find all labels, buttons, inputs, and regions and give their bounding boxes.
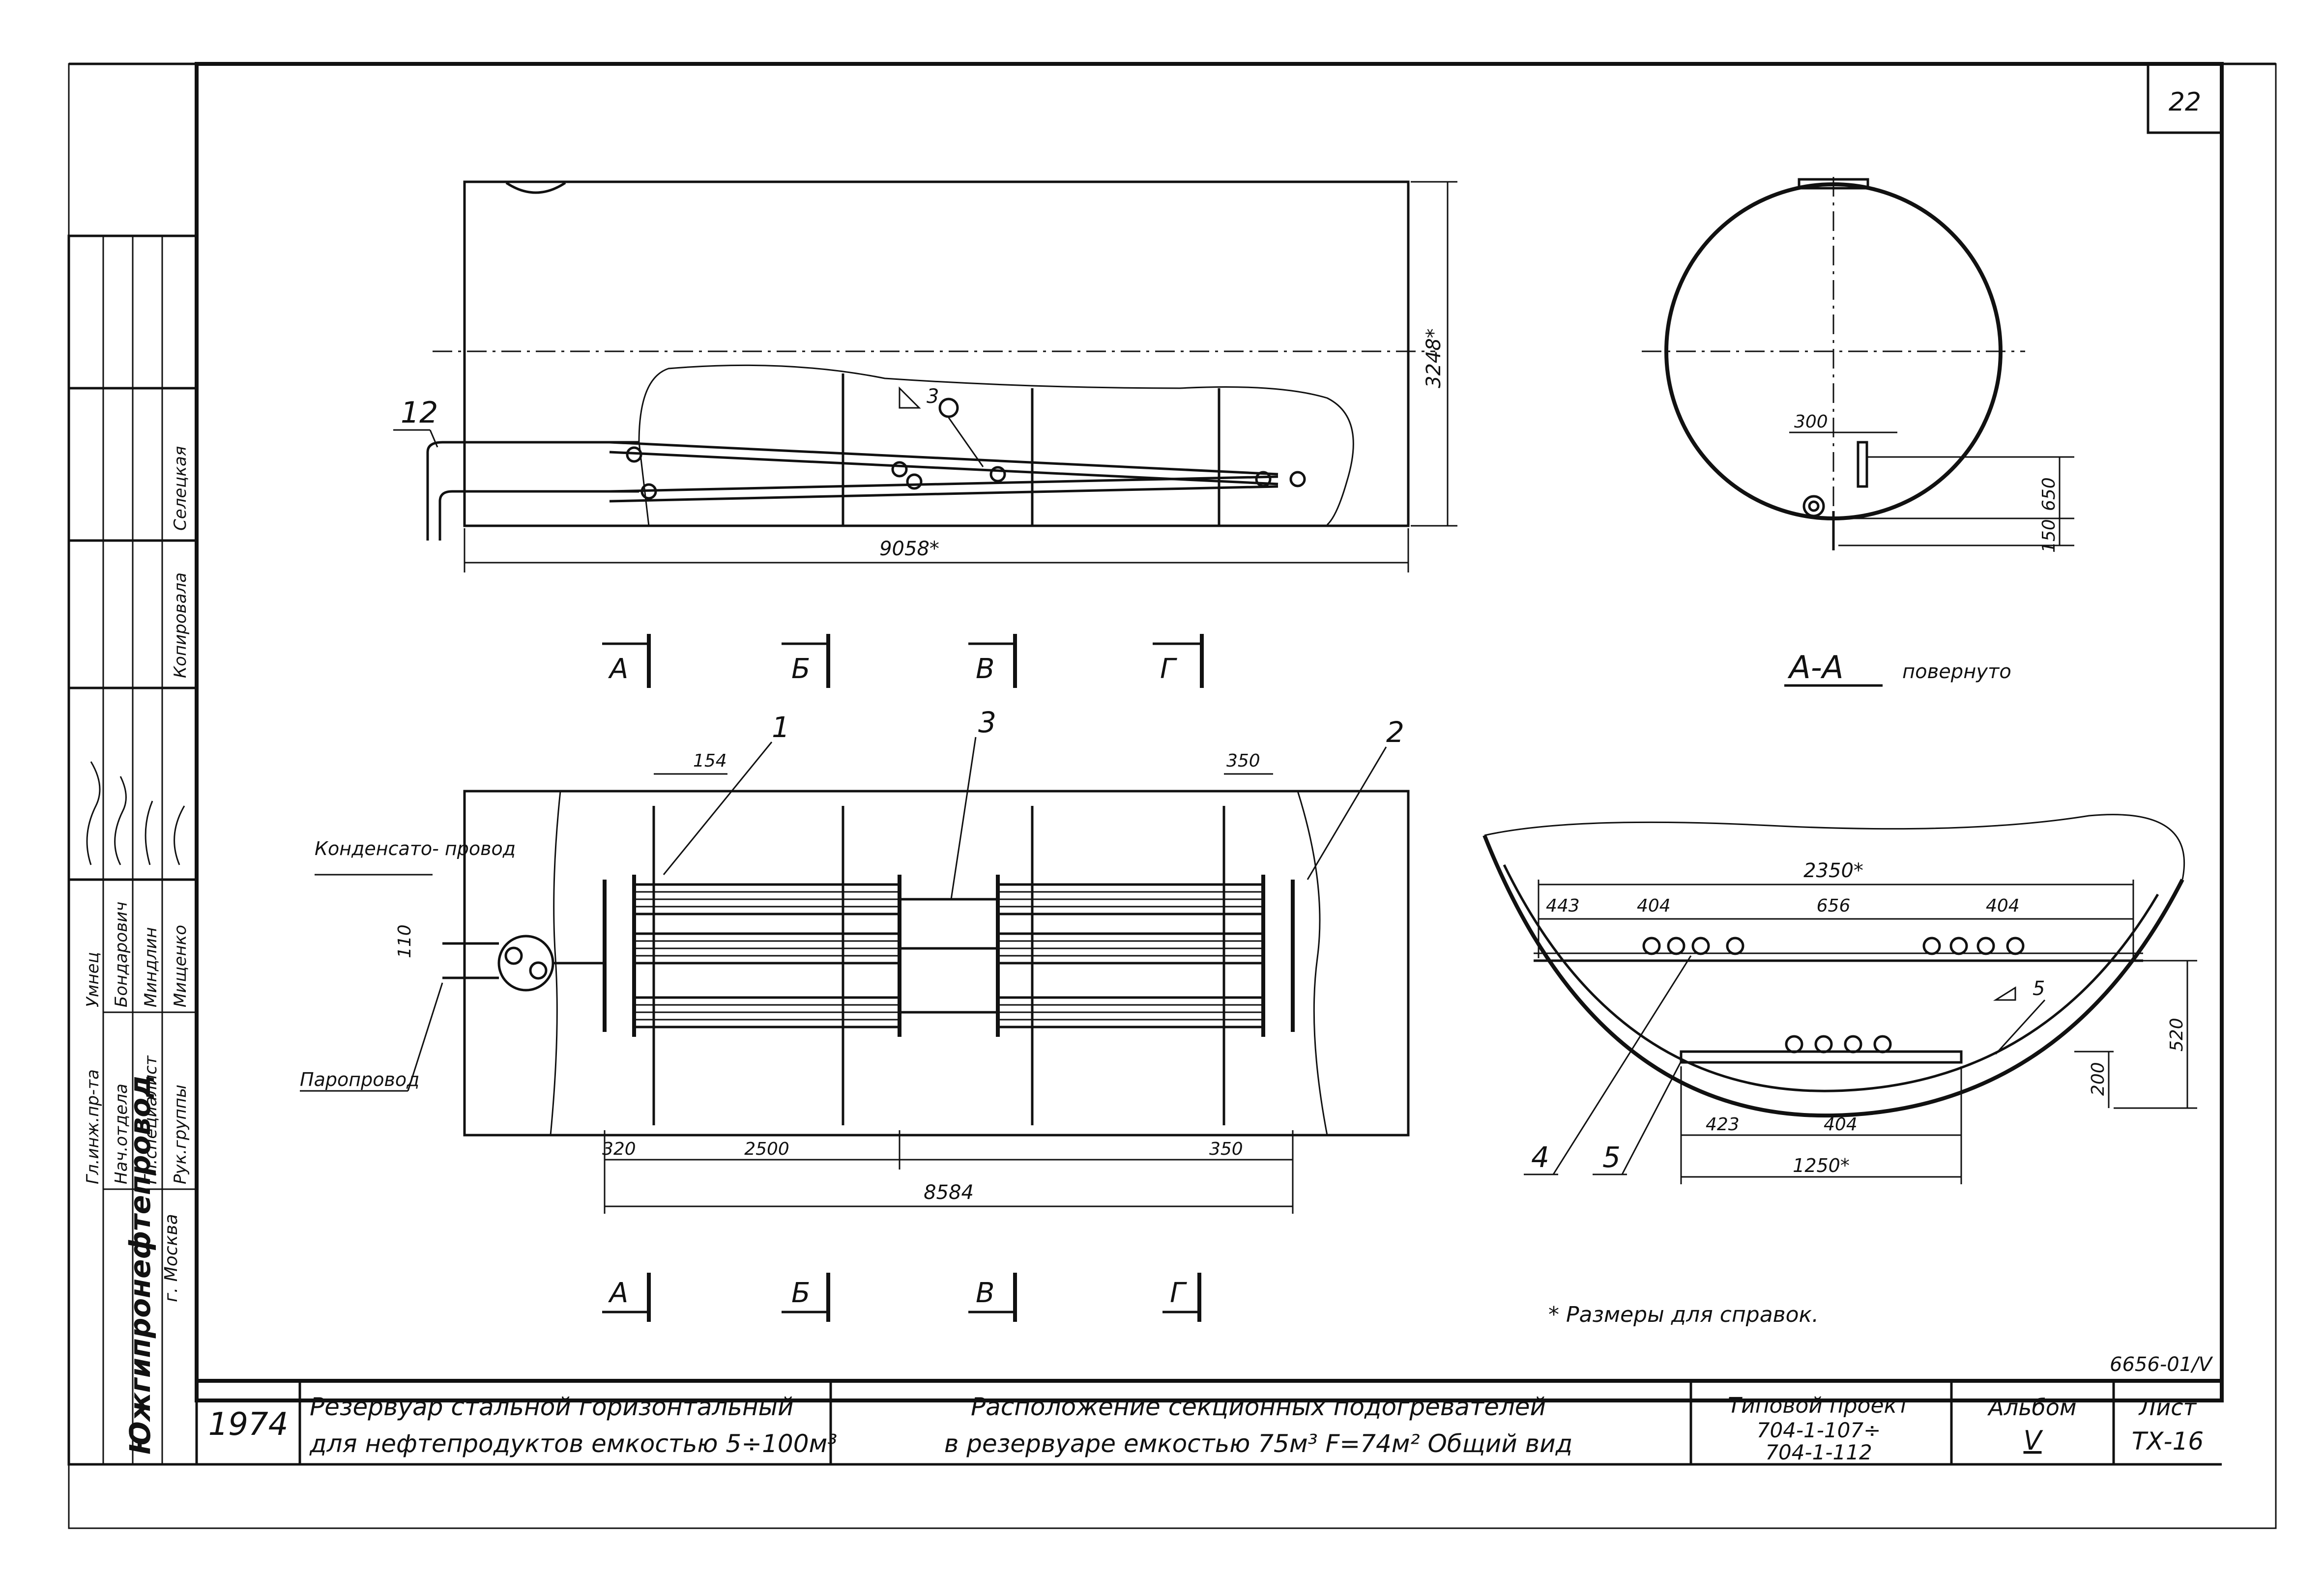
signature-2 xyxy=(114,776,127,865)
dim-2500: 2500 xyxy=(744,1139,789,1159)
dim-443: 443 xyxy=(1546,896,1580,916)
name-2: Бондарович xyxy=(112,902,131,1007)
weld-mark-detail: 5 xyxy=(2033,977,2045,1000)
section-v-top: В xyxy=(976,653,994,685)
dim-350-bottom: 350 xyxy=(1209,1139,1243,1159)
signature-1 xyxy=(86,761,101,865)
stamp-title-center-2: в резервуаре емкостью 75м³ F=74м² Общий … xyxy=(944,1429,1572,1458)
label-12: 12 xyxy=(401,396,438,430)
steam-label: Паропровод xyxy=(300,1069,419,1090)
dim-423: 423 xyxy=(1706,1114,1740,1135)
dim-350-top: 350 xyxy=(1226,751,1260,771)
name-4: Мищенко xyxy=(171,925,190,1007)
signature-3 xyxy=(145,800,153,865)
stamp-project-label: Типовой проект xyxy=(1728,1393,1910,1418)
section-b-bottom: Б xyxy=(791,1277,810,1309)
section-b-top: Б xyxy=(791,653,810,685)
dim-110: 110 xyxy=(395,924,415,958)
stamp-title-left-2: для нефтепродуктов емкостью 5÷100м³ xyxy=(309,1429,837,1458)
section-aa-subtitle: повернуто xyxy=(1902,660,2011,683)
label-4: 4 xyxy=(1531,1141,1549,1174)
stamp-project-2: 704-1-112 xyxy=(1765,1440,1872,1464)
dim-404a: 404 xyxy=(1637,896,1671,916)
role-3: Гл.специалист xyxy=(141,1055,161,1184)
stamp-title-left-1: Резервуар стальной горизонтальный xyxy=(310,1393,794,1421)
stamp-sheet-value: ТХ-16 xyxy=(2132,1427,2204,1456)
city-name: г. Москва xyxy=(161,1214,181,1302)
dim-650: 650 xyxy=(2039,477,2059,511)
signature-4 xyxy=(174,805,185,865)
section-aa-title: А-А xyxy=(1787,650,1844,686)
dim-520: 520 xyxy=(2167,1018,2187,1052)
section-a-bottom: А xyxy=(608,1277,628,1309)
stamp-album-value: V xyxy=(2024,1425,2044,1456)
label-5: 5 xyxy=(1602,1141,1621,1174)
footnote: * Размеры для справок. xyxy=(1548,1302,1819,1327)
dim-320: 320 xyxy=(602,1139,636,1159)
dim-404b: 404 xyxy=(1986,896,2020,916)
copied-label: Копировала xyxy=(171,572,190,678)
label-3: 3 xyxy=(978,706,996,739)
dim-height-3248: 3248* xyxy=(1423,328,1445,388)
dim-656: 656 xyxy=(1817,896,1851,916)
name-3: Миндлин xyxy=(141,927,161,1007)
section-g-top: Г xyxy=(1160,653,1177,685)
dim-200: 200 xyxy=(2088,1062,2108,1096)
section-aa-view: 300 650 150 А-А повернуто xyxy=(1642,177,2074,687)
section-marks-bottom: А Б В Г xyxy=(602,1273,1201,1322)
stamp-year: 1974 xyxy=(208,1406,289,1443)
dim-2350: 2350* xyxy=(1803,859,1863,882)
condensate-label: Конденсато- провод xyxy=(315,838,516,859)
dim-300: 300 xyxy=(1794,412,1828,432)
side-elevation-view: 3 12 9058* 3248* xyxy=(393,180,1457,572)
sheet-number-box: 22 xyxy=(2147,62,2223,134)
dim-8584: 8584 xyxy=(924,1181,974,1204)
section-a-top: А xyxy=(608,653,628,685)
stamp-project-1: 704-1-107÷ xyxy=(1757,1418,1881,1442)
role-1: Гл.инж.пр-та xyxy=(83,1069,103,1184)
section-marks-top: А Б В Г xyxy=(602,634,1204,688)
label-2: 2 xyxy=(1386,715,1404,749)
dim-1250: 1250* xyxy=(1793,1155,1850,1176)
label-1: 1 xyxy=(772,711,790,744)
checked-label: Селецкая xyxy=(171,446,190,531)
organization-name: Южгипронефтепровод xyxy=(123,1075,157,1455)
stamp-title-center-1: Расположение секционных подогревателей xyxy=(971,1393,1546,1421)
role-2: Нач.отдела xyxy=(112,1084,131,1184)
plan-view: 1 2 3 Конденсато- провод Паропровод 154 … xyxy=(300,706,1410,1214)
inner-frame xyxy=(195,62,2224,1402)
dim-404c: 404 xyxy=(1824,1114,1858,1135)
section-g-bottom: Г xyxy=(1170,1277,1187,1309)
stamp-album-label: Альбом xyxy=(1987,1394,2076,1421)
dim-length-9058: 9058* xyxy=(879,538,939,560)
sheet-number: 22 xyxy=(2169,87,2201,117)
dim-154: 154 xyxy=(693,751,727,771)
weld-mark-top: 3 xyxy=(927,385,939,408)
side-stamp: Южгипронефтепровод г. Москва Гл.инж.пр-т… xyxy=(67,234,198,1466)
title-block: 1974 Резервуар стальной горизонтальный д… xyxy=(197,1379,2222,1466)
doc-code: 6656-01/V xyxy=(2110,1353,2213,1376)
name-1: Умнец xyxy=(83,952,103,1007)
detail-view: 2350* 443 404 656 404 520 200 423 404 12… xyxy=(1482,814,2197,1184)
section-v-bottom: В xyxy=(976,1277,994,1309)
role-4: Рук.группы xyxy=(171,1085,190,1184)
stamp-sheet-label: Лист xyxy=(2138,1394,2197,1421)
dim-150: 150 xyxy=(2039,519,2059,553)
